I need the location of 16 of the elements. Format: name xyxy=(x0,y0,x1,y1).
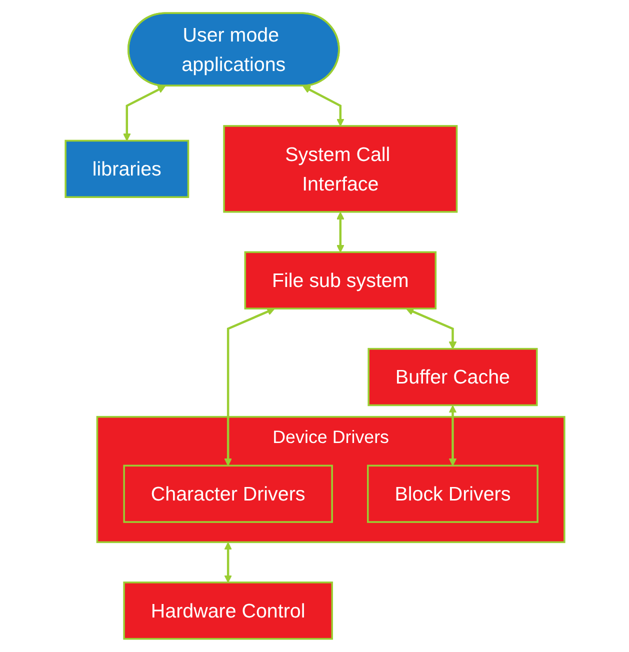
flowchart: User mode applications libraries System Call Interface File sub system Buffer Cache Device Drivers Character Drivers Block Drivers Hardware Control xyxy=(4,6,624,646)
cluster xyxy=(96,416,565,544)
arrow xyxy=(224,308,274,466)
arrow xyxy=(122,86,166,142)
node-box xyxy=(64,140,189,198)
arrow xyxy=(405,308,456,350)
node-box xyxy=(122,464,332,523)
arrow xyxy=(224,542,232,583)
arrow xyxy=(448,405,456,466)
arrow xyxy=(336,212,344,252)
node-box xyxy=(366,464,538,523)
node-box xyxy=(367,348,538,406)
arrow xyxy=(302,86,344,126)
node-box xyxy=(122,582,332,640)
node-box xyxy=(222,125,458,213)
node-box xyxy=(244,251,436,310)
